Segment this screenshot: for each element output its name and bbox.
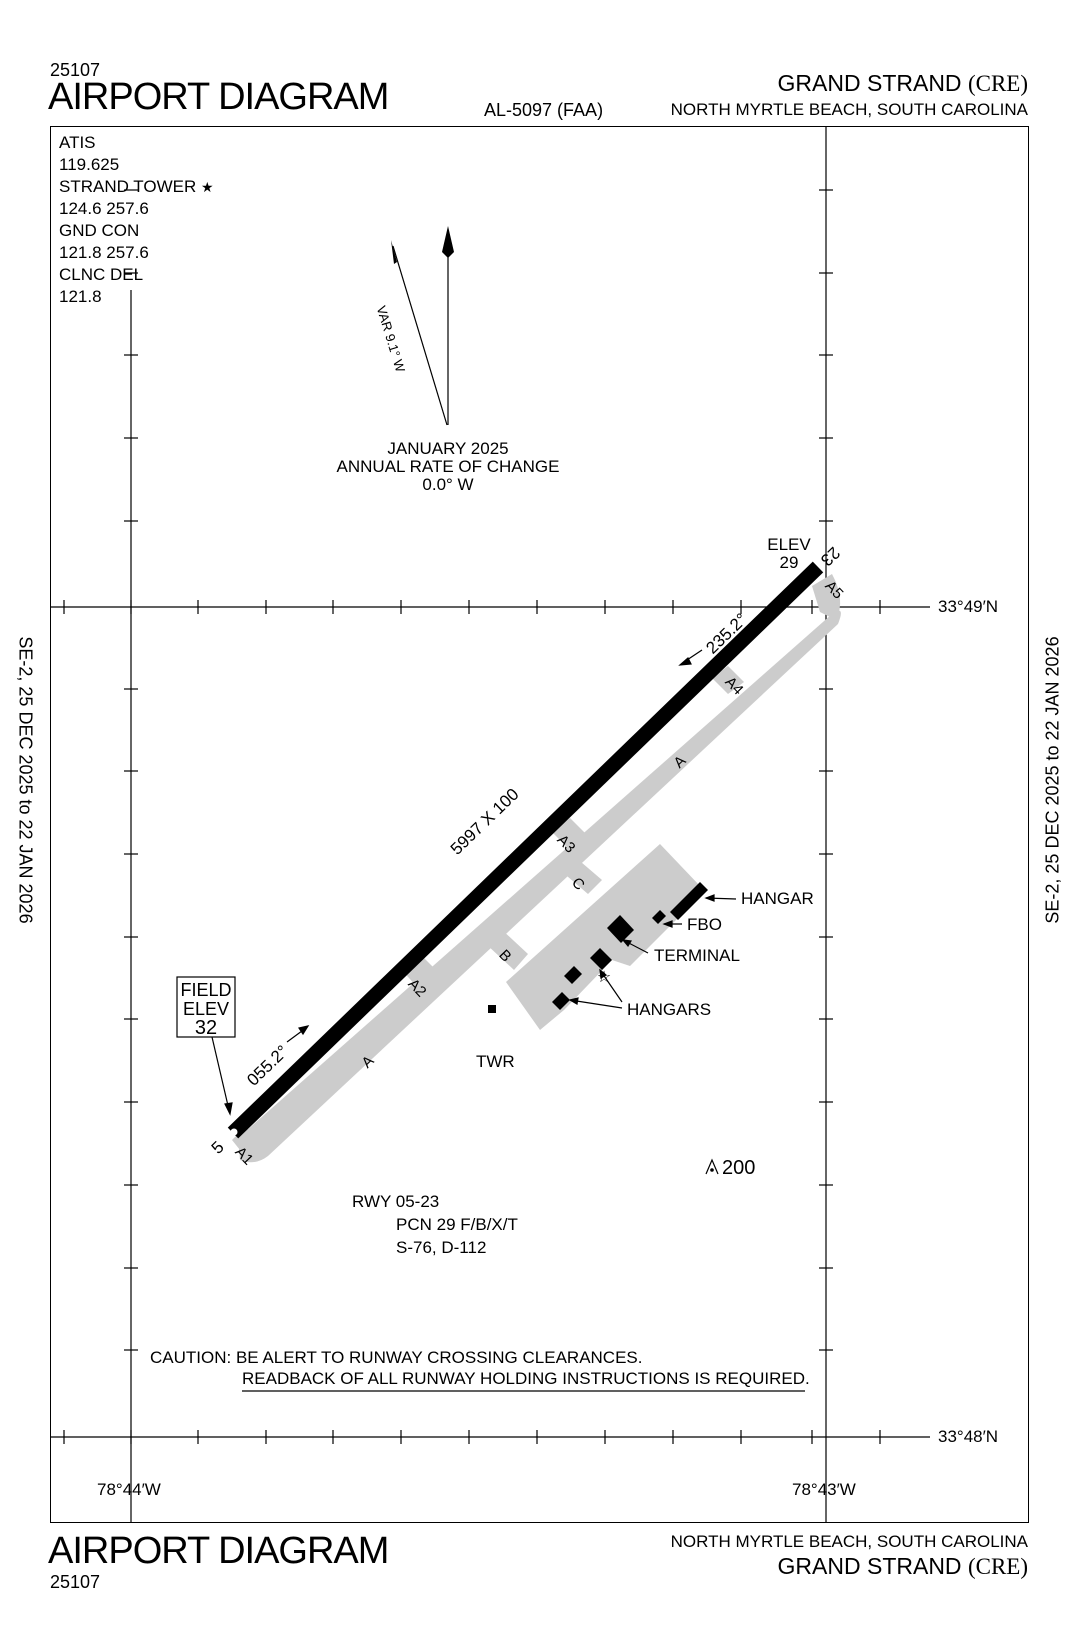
elev-high-label: ELEV (767, 535, 811, 554)
chart-title-bottom: AIRPORT DIAGRAM (48, 1530, 389, 1572)
tower-building (488, 1005, 496, 1013)
obstacle-dot (710, 1168, 714, 1172)
field-elev-value: 32 (194, 1017, 218, 1039)
location-top: NORTH MYRTLE BEACH, SOUTH CAROLINA (670, 100, 1028, 119)
airport-name-top: GRAND STRAND (CRE) (778, 70, 1028, 97)
taxiway-c (560, 856, 602, 894)
hangars-arrowhead-2 (568, 997, 579, 1005)
clnc-label: CLNC DEL (59, 265, 144, 284)
atis-freq: 119.625 (59, 155, 120, 174)
obstacle-icon (705, 1158, 719, 1175)
elev-high-value: 29 (779, 553, 799, 572)
field-elev-line2: ELEV (182, 999, 230, 1019)
terminal-building (607, 915, 634, 943)
atis-label: ATIS (59, 133, 96, 152)
hangars-label: HANGARS (627, 1000, 712, 1019)
longitude-east: 78°43′W (792, 1480, 856, 1499)
field-elev-box (176, 976, 236, 1038)
chart-number-top: 25107 (50, 60, 101, 80)
fbo-arrowhead (662, 920, 673, 928)
field-elev-line1: FIELD (180, 980, 232, 1000)
magnetic-north-arrowhead (391, 240, 397, 264)
star-icon: ★ (201, 179, 214, 195)
diagram-frame (50, 126, 1029, 1523)
buildings (488, 882, 708, 1013)
chart-title-top: AIRPORT DIAGRAM (48, 76, 389, 118)
tower-label: STRAND TOWER (59, 177, 197, 196)
tower-freq: 124.6 257.6 (59, 199, 149, 218)
taxiway-group (232, 574, 841, 1163)
elev-high-block: ELEV 29 (767, 536, 810, 572)
hangars-arrowhead-1 (599, 968, 608, 979)
fbo-label: FBO (687, 915, 722, 934)
runway-threshold-marker (230, 1128, 238, 1136)
field-elev-leader (211, 1036, 230, 1111)
airport-name: GRAND STRAND (777, 1553, 962, 1579)
terminal-label: TERMINAL (654, 946, 740, 965)
hangar-arrowhead (704, 894, 715, 902)
longitude-west: 78°44′W (97, 1480, 161, 1499)
location-bottom: NORTH MYRTLE BEACH, SOUTH CAROLINA (670, 1532, 1028, 1551)
fbo-building (652, 910, 666, 924)
airport-id: (CRE) (967, 71, 1028, 96)
hangar-building-4 (552, 992, 570, 1010)
magnetic-rate: 0.0° W (422, 475, 474, 494)
magnetic-date: JANUARY 2025 (387, 439, 509, 458)
field-elev-text: FIELD ELEV 32 (180, 980, 232, 1039)
true-north-arrowhead (442, 226, 454, 258)
hangar-label: HANGAR (741, 889, 814, 908)
field-elev-arrowhead (224, 1102, 233, 1116)
gnd-label: GND CON (59, 221, 140, 240)
apron (506, 844, 700, 1030)
latitude-south: 33°48′N (938, 1427, 999, 1446)
hangar-building-2 (590, 948, 612, 970)
magnetic-north-line (392, 245, 448, 426)
airport-name-bottom: GRAND STRAND (CRE) (778, 1553, 1028, 1580)
procedure-id: AL-5097 (FAA) (484, 100, 604, 120)
runway-05-23 (227, 561, 824, 1139)
runway-info-designation: RWY 05-23 (352, 1192, 440, 1211)
runway-info-block: RWY 05-23 PCN 29 F/B/X/T S-76, D-112 (352, 1190, 518, 1259)
hangars-leader-2 (569, 999, 623, 1009)
magnetic-rate-block: JANUARY 2025 ANNUAL RATE OF CHANGE 0.0° … (337, 440, 560, 494)
frequency-block: ATIS 119.625 STRAND TOWER ★ 124.6 257.6 … (59, 132, 214, 308)
taxiway-b (486, 928, 528, 970)
tick-marks (63, 189, 881, 1444)
clnc-freq: 121.8 (59, 287, 102, 306)
terminal-arrowhead (621, 939, 632, 948)
taxiway-a5 (812, 574, 841, 620)
taxiway-a-parallel (238, 610, 841, 1163)
magnetic-rate-label: ANNUAL RATE OF CHANGE (336, 457, 560, 476)
facility-leaders (211, 649, 737, 1116)
hangar-building-3 (564, 966, 582, 984)
taxiway-a4 (712, 666, 744, 694)
heading-high-arrowhead (678, 657, 692, 666)
tower-label: TWR (476, 1052, 515, 1071)
runway-info-pcn: PCN 29 F/B/X/T (396, 1215, 518, 1234)
chart-number-bottom: 25107 (50, 1572, 101, 1592)
runway-info-strength: S-76, D-112 (396, 1238, 487, 1257)
tower-label-row: STRAND TOWER ★ (59, 176, 214, 198)
airport-id: (CRE) (967, 1554, 1028, 1579)
obstacle-shape (705, 1158, 719, 1175)
gnd-freq: 121.8 257.6 (59, 243, 149, 262)
heading-low-arrowhead (298, 1025, 310, 1036)
north-arrows (391, 226, 454, 426)
latitude-north: 33°49′N (938, 597, 999, 616)
caution-line2: READBACK OF ALL RUNWAY HOLDING INSTRUCTI… (242, 1369, 810, 1388)
hangar-building (670, 882, 708, 920)
airport-name: GRAND STRAND (777, 70, 962, 96)
obstacle-height: 200 (722, 1157, 756, 1179)
caution-line1: CAUTION: BE ALERT TO RUNWAY CROSSING CLE… (150, 1348, 643, 1367)
